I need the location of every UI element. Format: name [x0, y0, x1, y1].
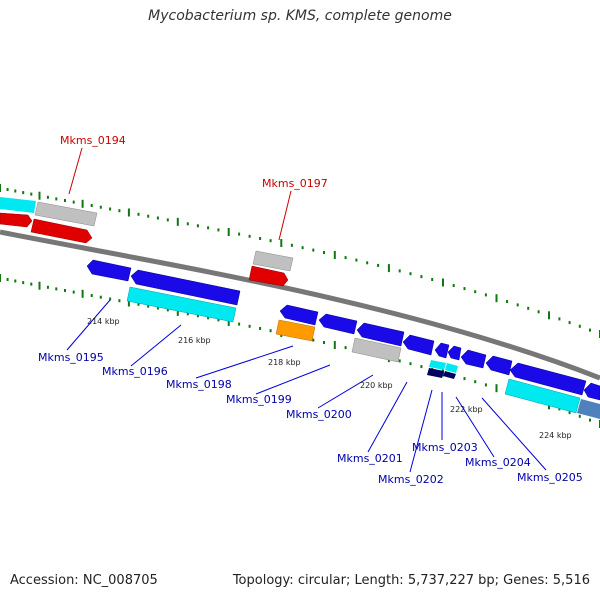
length-value: 5,737,227 bp [407, 573, 495, 588]
lower-leader-lines [66, 299, 547, 473]
leader-line-0201 [367, 381, 408, 453]
gene-label-0196: Mkms_0196 [102, 365, 168, 378]
gene-arrow-0195-reverse [86, 259, 132, 282]
gene-label-0194: Mkms_0194 [60, 134, 126, 147]
gene-arrow-0199-reverse [318, 313, 358, 335]
annotation-bar-0193-cyan [0, 197, 36, 213]
gene-arrow-0200-reverse [356, 322, 405, 347]
scale-label-214kbp: 214 kbp [87, 317, 120, 326]
gene-label-0200: Mkms_0200 [286, 408, 352, 421]
gene-label-0198: Mkms_0198 [166, 378, 232, 391]
genes-count-value: 5,516 [552, 573, 590, 588]
annotation-bar-0198-orange [275, 319, 316, 342]
upper-leader-lines [68, 147, 292, 241]
accession-info: Accession: NC_008705 [10, 573, 158, 588]
leader-line-0196 [130, 324, 182, 367]
leader-line-0200 [317, 374, 374, 409]
leader-line-0195 [66, 299, 111, 351]
annotation-bar-0200-gray [351, 337, 402, 363]
annotation-bar-0197-gray [252, 250, 294, 272]
leader-line-0205 [481, 397, 547, 471]
gene-arrow-0197-forward [248, 265, 289, 287]
scale-label-220kbp: 220 kbp [360, 381, 393, 390]
gene-arrow-0207-reverse [583, 382, 600, 401]
gene-arrow-0193-forward [0, 212, 33, 228]
gene-arrow-0204-reverse [460, 349, 487, 369]
gene-label-0197: Mkms_0197 [262, 177, 328, 190]
annotation-bar-0203-cyan [445, 363, 458, 373]
gene-arrow-0196-reverse [130, 269, 241, 306]
genome-backbone [0, 229, 600, 381]
leader-line-0194 [68, 147, 83, 195]
length-label: Length: [354, 573, 404, 588]
leader-line-0197 [278, 190, 292, 241]
scale-label-222kbp: 222 kbp [450, 405, 483, 414]
accession-value: NC_008705 [82, 573, 158, 588]
genes-count-label: Genes: [503, 573, 549, 588]
map-title: Mycobacterium sp. KMS, complete genome [148, 8, 452, 24]
tick-marks [0, 184, 600, 428]
annotation-bar-0196-cyan [126, 286, 237, 323]
genome-stats: Topology: circular; Length: 5,737,227 bp… [232, 573, 590, 588]
annotation-bar-0206-cyan [504, 378, 581, 414]
gene-label-0205: Mkms_0205 [517, 471, 583, 484]
scale-label-216kbp: 216 kbp [178, 336, 211, 345]
leader-line-0202 [409, 389, 433, 473]
scale-label-224kbp: 224 kbp [539, 431, 572, 440]
gene-arrow-0198-reverse [279, 304, 319, 326]
annotation-bar-0202-cyan [429, 360, 446, 370]
topology-value: circular [297, 573, 346, 588]
annotation-bar-0203-navy [443, 371, 456, 379]
annotation-bar-0202-navy [427, 368, 444, 378]
gene-arrow-0202-reverse [434, 342, 450, 359]
topology-label: Topology: [232, 573, 294, 588]
gene-label-0204: Mkms_0204 [465, 456, 531, 469]
gene-arrow-0206-reverse [509, 362, 587, 396]
gene-arrow-0203-reverse [447, 345, 462, 361]
leader-line-0199 [255, 364, 331, 395]
leader-line-0204 [455, 396, 495, 458]
gene-label-0202: Mkms_0202 [378, 473, 444, 486]
leader-line-0198 [195, 345, 294, 379]
gene-arrow-0205-reverse [485, 355, 513, 376]
annotation-bar-0194-gray [34, 201, 98, 227]
annotation-bar-0207-steel [577, 399, 600, 419]
gene-label-0201: Mkms_0201 [337, 452, 403, 465]
scale-label-218kbp: 218 kbp [268, 358, 301, 367]
accession-label: Accession: [10, 573, 79, 588]
gene-label-0199: Mkms_0199 [226, 393, 292, 406]
gene-label-0203: Mkms_0203 [412, 441, 478, 454]
gene-arrow-0194-forward [30, 218, 93, 244]
gene-arrow-0201-reverse [402, 334, 435, 356]
gene-label-0195: Mkms_0195 [38, 351, 104, 364]
